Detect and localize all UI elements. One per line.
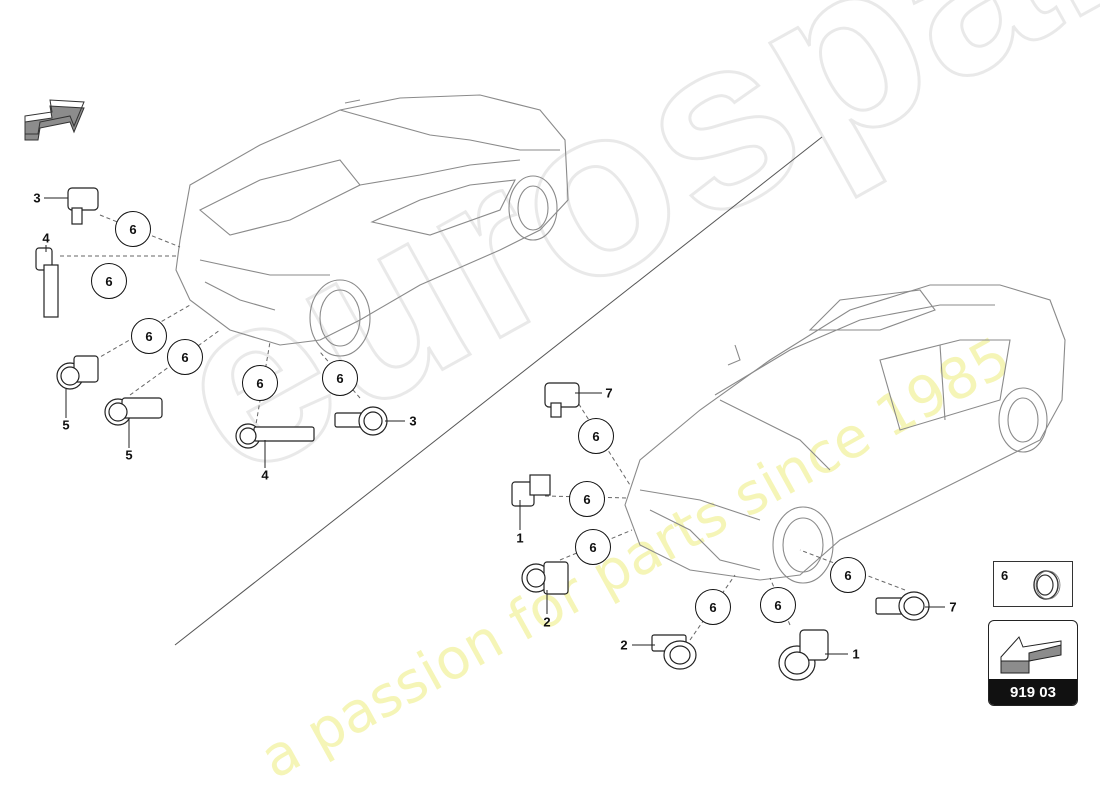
part-label-4: 4 [42,230,50,246]
callout-6[interactable]: 6 [569,481,605,517]
callout-6[interactable]: 6 [91,263,127,299]
page-reference-box[interactable]: 919 03 [988,620,1078,706]
sensor-4-rear-center-icon [235,423,315,449]
legend-item-6: 6 [993,561,1073,607]
sensor-1-front-side-icon [511,474,551,507]
sensor-2-front-b-icon [651,634,697,670]
part-label-1: 1 [516,530,524,546]
seal-ring-icon [1033,570,1061,600]
part-label-1: 1 [852,646,860,662]
callout-6[interactable]: 6 [167,339,203,375]
part-label-2: 2 [543,614,551,630]
part-label-5: 5 [62,417,70,433]
part-label-3: 3 [409,413,417,429]
sensor-5-rear-b-icon [104,397,163,426]
sensor-4-rear-side-icon [35,247,59,318]
part-label-2: 2 [620,637,628,653]
callout-6[interactable]: 6 [695,589,731,625]
page-arrow-icon [1000,636,1062,674]
sensor-3-rear-corner-icon [334,406,388,436]
sensor-3-rear-upper-icon [67,187,99,225]
sensor-7-front-upper-icon [544,382,580,418]
rear-view-car [175,94,569,357]
callout-6[interactable]: 6 [131,318,167,354]
legend-item-number: 6 [1001,568,1009,583]
part-label-5: 5 [125,447,133,463]
callout-6[interactable]: 6 [575,529,611,565]
label-leader-lines [44,197,945,655]
part-label-3: 3 [33,190,41,206]
sensor-5-rear-a-icon [56,355,99,390]
leader-lines-rear [60,214,361,431]
orientation-arrow-icon [24,99,85,141]
page-code: 919 03 [989,679,1077,705]
callout-6[interactable]: 6 [115,211,151,247]
callout-6[interactable]: 6 [322,360,358,396]
parking-sensor-icons [35,187,930,681]
callout-6[interactable]: 6 [830,557,866,593]
part-label-4: 4 [261,467,269,483]
callout-6[interactable]: 6 [242,365,278,401]
part-label-7: 7 [949,599,957,615]
callout-6[interactable]: 6 [760,587,796,623]
callout-6[interactable]: 6 [578,418,614,454]
sensor-7-front-corner-icon [875,591,930,621]
sensor-2-front-a-icon [521,561,569,595]
part-label-7: 7 [605,385,613,401]
sensor-1-front-center-icon [778,629,829,681]
front-view-car [624,284,1066,584]
divider-line [174,136,823,646]
